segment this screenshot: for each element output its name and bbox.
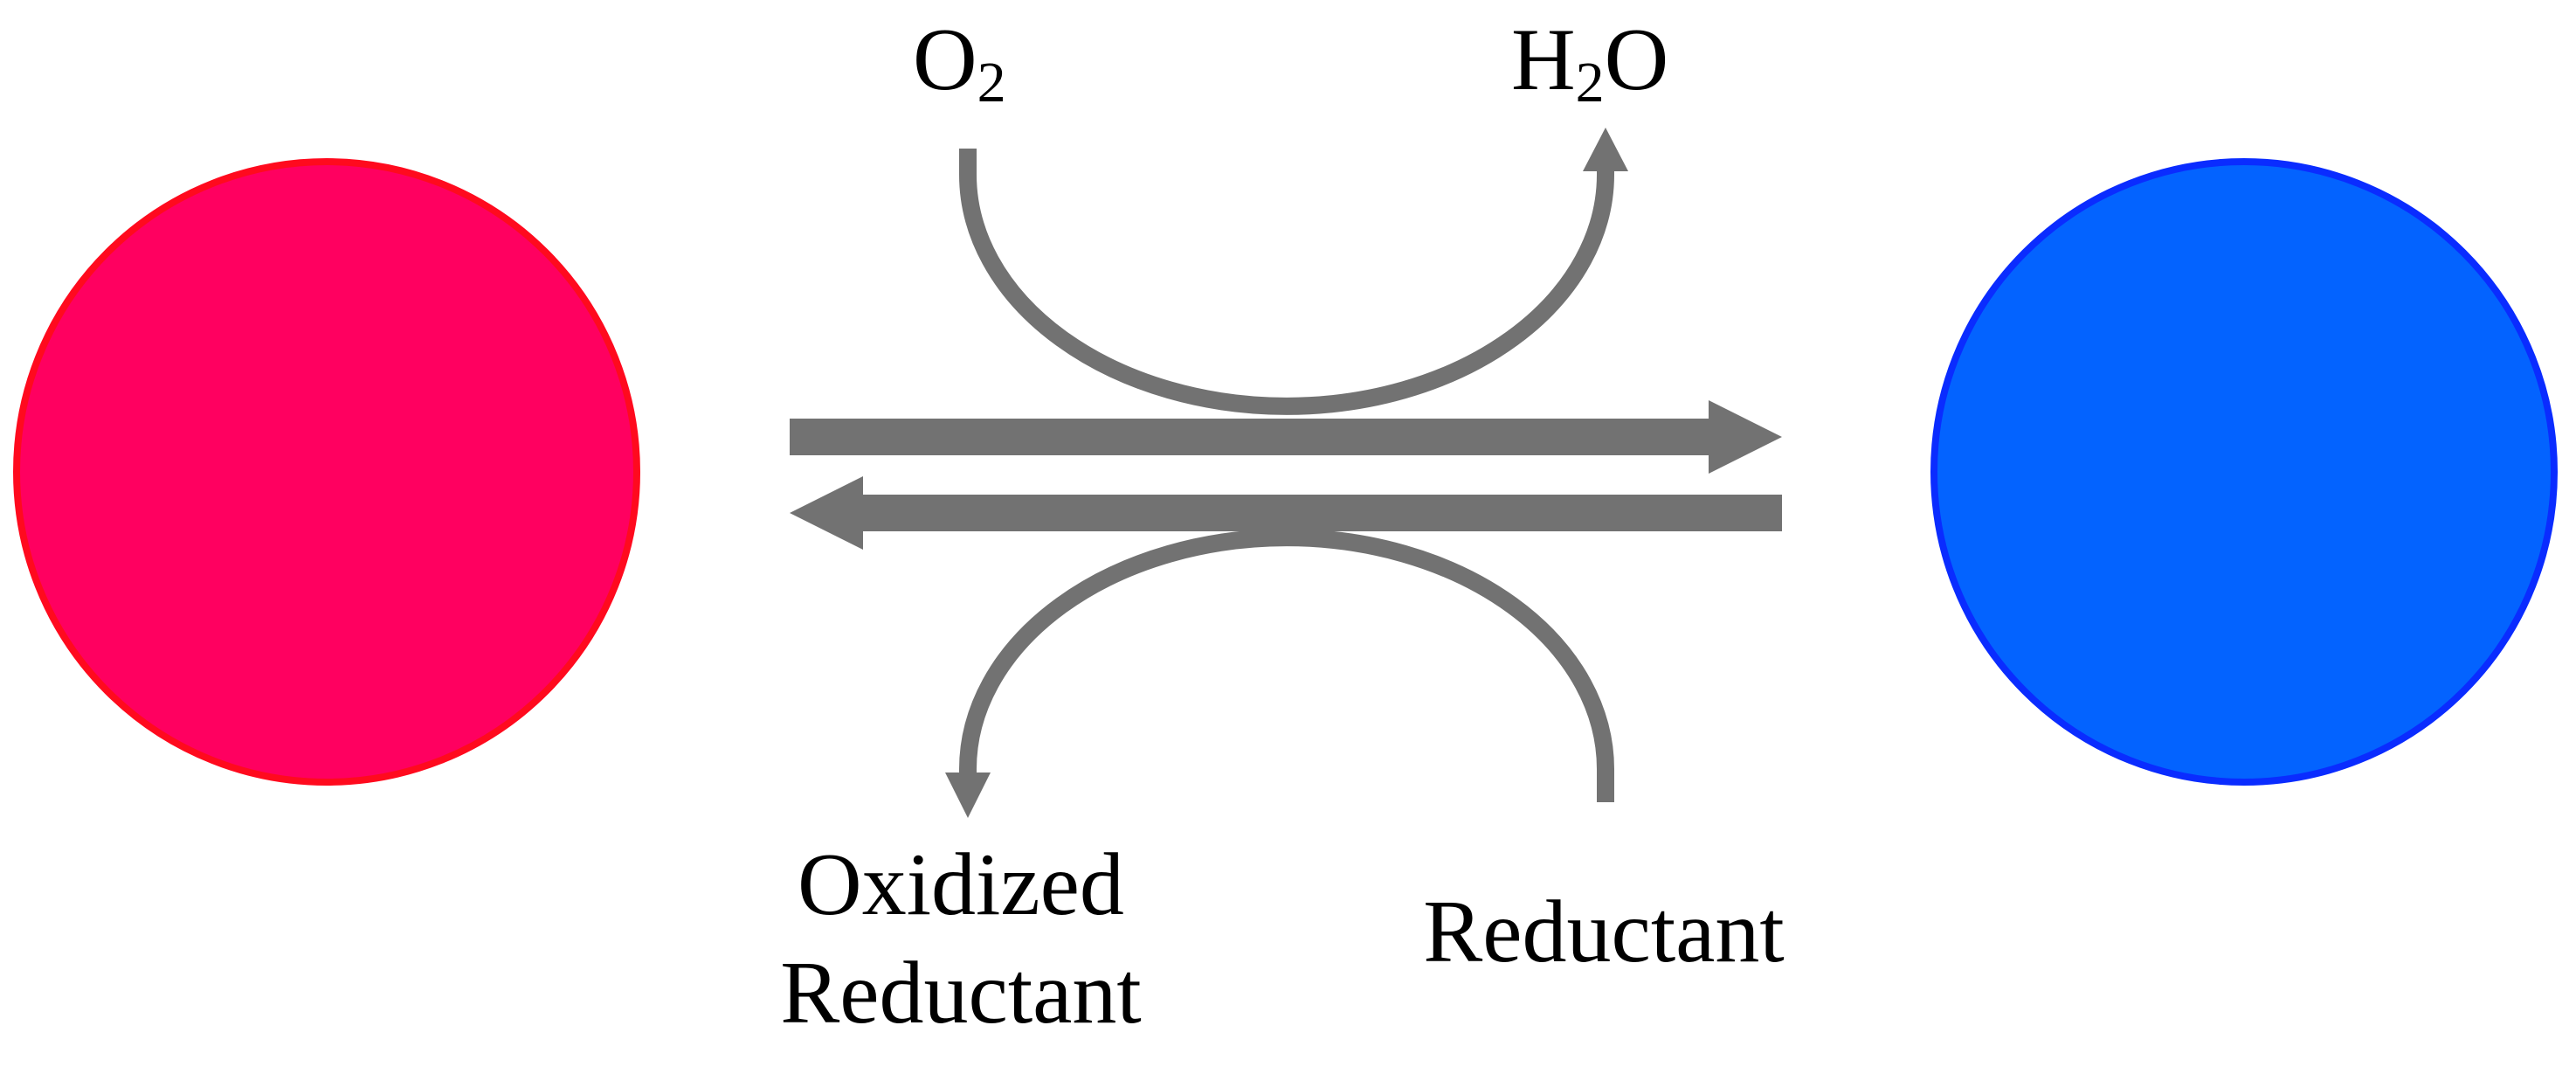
oxygen-to-water-curve [959,149,1614,415]
oxygen-subscript: 2 [977,51,1006,114]
forward-arrow-head [1709,400,1782,474]
oxygen-label: O2 [913,10,1006,114]
left-state-circle [13,158,640,786]
oxygen-to-water-arrowhead [1583,128,1628,171]
reverse-arrow-head [790,476,863,550]
oxidized-reductant-line2: Reductant [780,944,1142,1043]
water-hydrogen-symbol: H [1511,10,1576,109]
reductant-label: Reductant [1423,883,1785,981]
right-state-circle [1930,158,2558,786]
reductant-to-oxidized-arrowhead [945,773,991,818]
reverse-arrow-shaft [861,495,1782,531]
reductant-to-oxidized-curve [959,529,1614,802]
oxidized-reductant-line1: Oxidized [798,835,1124,934]
water-oxygen-symbol: O [1605,10,1669,109]
forward-arrow-shaft [790,419,1716,455]
water-label: H2O [1511,10,1668,114]
reaction-arrows [790,128,1782,818]
water-subscript: 2 [1576,51,1605,114]
species-labels: O2 H2O Oxidized Reductant Reductant [780,10,1785,1043]
oxygen-symbol: O [913,10,977,109]
